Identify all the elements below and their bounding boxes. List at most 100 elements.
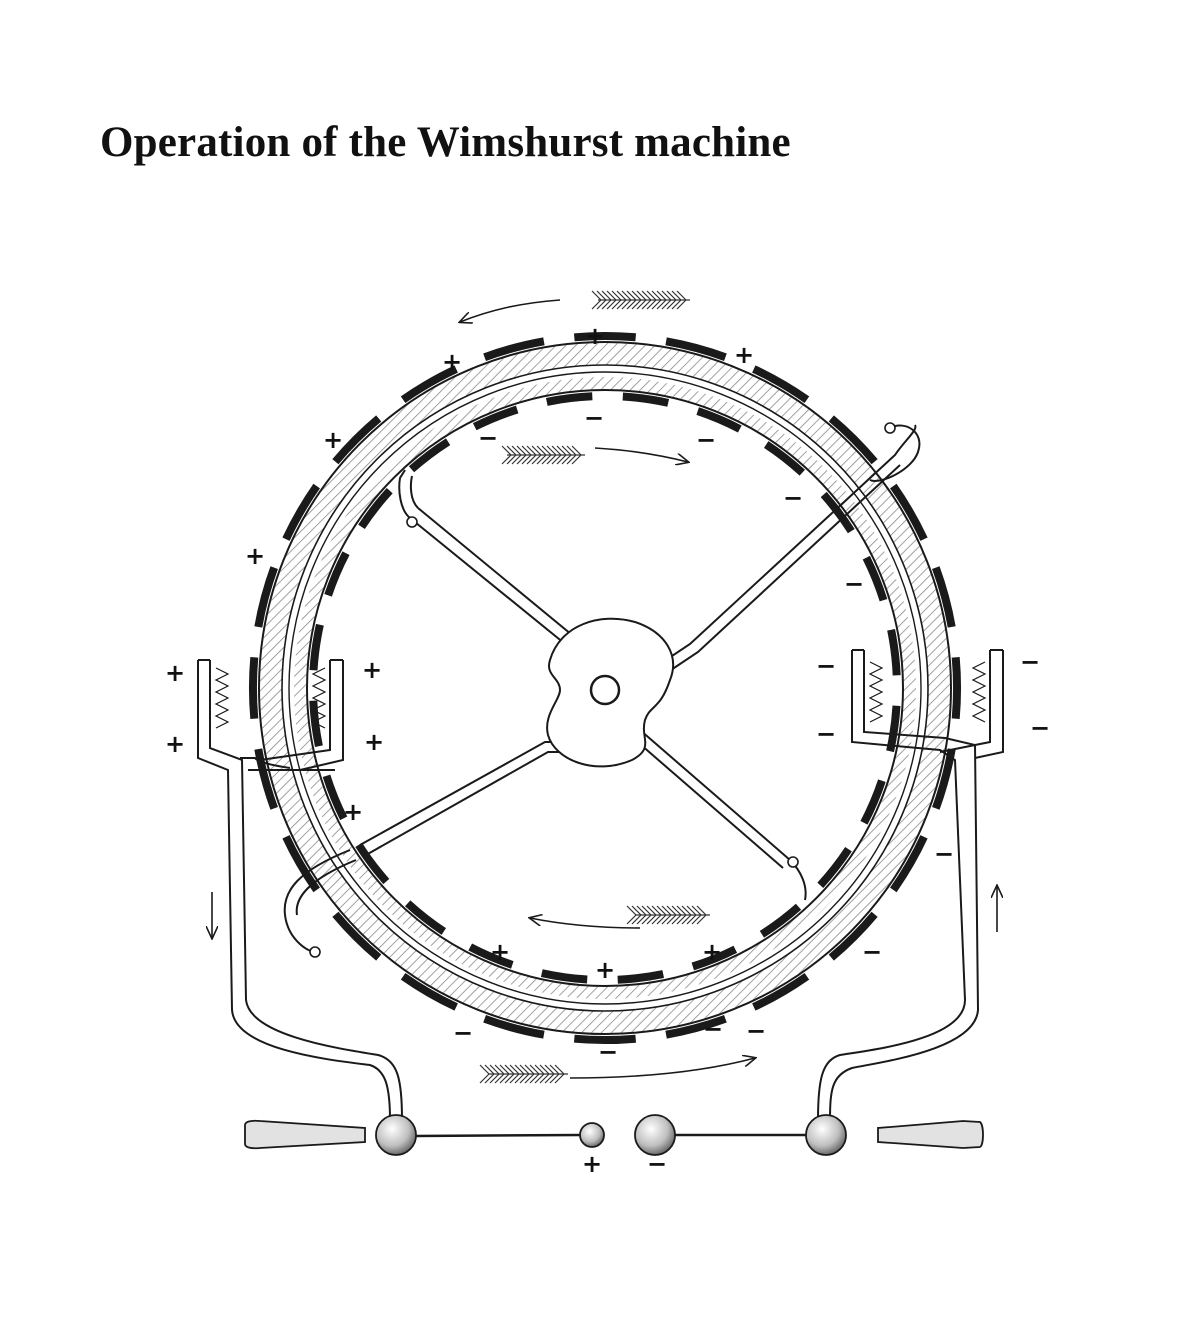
charge-sign: + [702, 938, 722, 966]
charge-sign: − [696, 426, 716, 454]
outer-sector [254, 566, 278, 628]
outer-bottom-flow-arrow-icon [569, 1058, 755, 1079]
outer-sector [400, 973, 458, 1011]
outer-disk-sectors [248, 331, 962, 1045]
charge-sign: − [934, 840, 954, 868]
outer-sector [752, 973, 810, 1011]
charge-sign: + [490, 938, 510, 966]
charge-sign: + [245, 542, 265, 570]
neutralizer-bars [283, 424, 921, 954]
charge-sign: − [453, 1019, 473, 1047]
right-handle-icon[interactable] [877, 1120, 984, 1149]
left-spark-ball-icon[interactable] [579, 1122, 605, 1148]
charge-sign: − [844, 570, 864, 598]
charge-sign: − [598, 1038, 618, 1066]
feather-arrow-icon [591, 290, 690, 310]
inner-sector [696, 407, 742, 433]
diagram-title: Operation of the Wimshurst machine [100, 119, 791, 166]
outer-sector [890, 483, 928, 541]
outer-sector [282, 835, 320, 893]
outer-sector [932, 566, 956, 628]
charge-sign: + [734, 341, 754, 369]
charge-sign: − [703, 1015, 723, 1043]
inner-sector [355, 842, 390, 885]
inner-disk-sectors [309, 392, 901, 984]
outer-sector [665, 337, 727, 361]
charge-sign: + [323, 426, 343, 454]
outer-sector [828, 911, 878, 961]
left-handle-icon[interactable] [244, 1119, 366, 1150]
inner-sector [622, 392, 670, 407]
inner-sector [324, 551, 350, 597]
charge-sign: − [1020, 648, 1040, 676]
inner-sector [309, 623, 324, 671]
inner-bottom-flow-arrow-icon [530, 918, 641, 929]
inner-sector [763, 441, 806, 476]
terminal-negative-sign: − [647, 1150, 667, 1178]
left-discharge-rod [414, 1133, 581, 1138]
right-collector [817, 649, 1004, 1121]
inner-sector [472, 405, 519, 431]
charge-sign: + [165, 730, 185, 758]
charge-sign: − [783, 484, 803, 512]
charge-sign: − [746, 1017, 766, 1045]
brush-tips [309, 422, 896, 958]
feather-arrow-icon [479, 1064, 568, 1084]
terminal-positive-sign: + [582, 1150, 602, 1178]
inner-sector [322, 774, 348, 821]
inner-top-flow-arrow-icon [594, 447, 688, 462]
outer-sector [828, 415, 878, 465]
outer-sector [483, 1015, 545, 1039]
charge-sign: − [816, 652, 836, 680]
inner-sector [820, 491, 855, 534]
feather-arrow-icons [479, 290, 710, 1084]
outer-sector [282, 483, 320, 541]
feather-arrow-icon [626, 905, 710, 925]
charge-signs: ++++++++++−−−−−−−−−−+++−−−−−+− [165, 322, 1050, 1178]
charge-sign: − [1030, 714, 1050, 742]
disk-hub [546, 617, 675, 768]
charge-sign: + [595, 956, 615, 984]
outer-sector [332, 911, 382, 961]
charge-sign: − [816, 720, 836, 748]
outer-top-flow-arrow-icon [460, 299, 561, 322]
outer-sector [573, 1034, 637, 1045]
charge-sign: + [442, 348, 462, 376]
inner-sector [404, 900, 447, 935]
feather-arrow-icon [501, 445, 585, 465]
left-collector [197, 659, 403, 1121]
outer-sector [665, 1015, 727, 1039]
charge-sign: + [343, 798, 363, 826]
right-spark-ball-icon[interactable] [634, 1114, 676, 1156]
charge-sign: + [362, 656, 382, 684]
inner-sector [817, 846, 852, 889]
inner-sector [617, 970, 664, 984]
charge-sign: + [165, 659, 185, 687]
charge-sign: − [584, 404, 604, 432]
outer-sector [752, 365, 810, 403]
outer-sector [573, 331, 637, 342]
inner-sector [691, 945, 738, 971]
outer-sector [951, 656, 962, 720]
outer-sector [248, 656, 259, 720]
inner-sector [860, 779, 886, 825]
outer-sector [254, 748, 278, 810]
inner-sector [886, 705, 901, 753]
outer-sector [890, 835, 928, 893]
inner-sector [468, 943, 514, 969]
outer-sector [400, 365, 458, 403]
spark-terminals [244, 1114, 984, 1156]
charge-sign: + [585, 322, 605, 350]
left-joint-ball [375, 1114, 417, 1156]
charge-sign: + [364, 728, 384, 756]
inner-sector [887, 629, 901, 676]
rotation-arrows [212, 299, 997, 1079]
charge-sign: − [478, 424, 498, 452]
inner-sector [540, 969, 588, 984]
right-joint-ball [805, 1114, 847, 1156]
charge-sign: − [862, 938, 882, 966]
inner-sector [358, 487, 393, 530]
inner-sector [862, 555, 888, 602]
outer-sector [483, 337, 545, 361]
